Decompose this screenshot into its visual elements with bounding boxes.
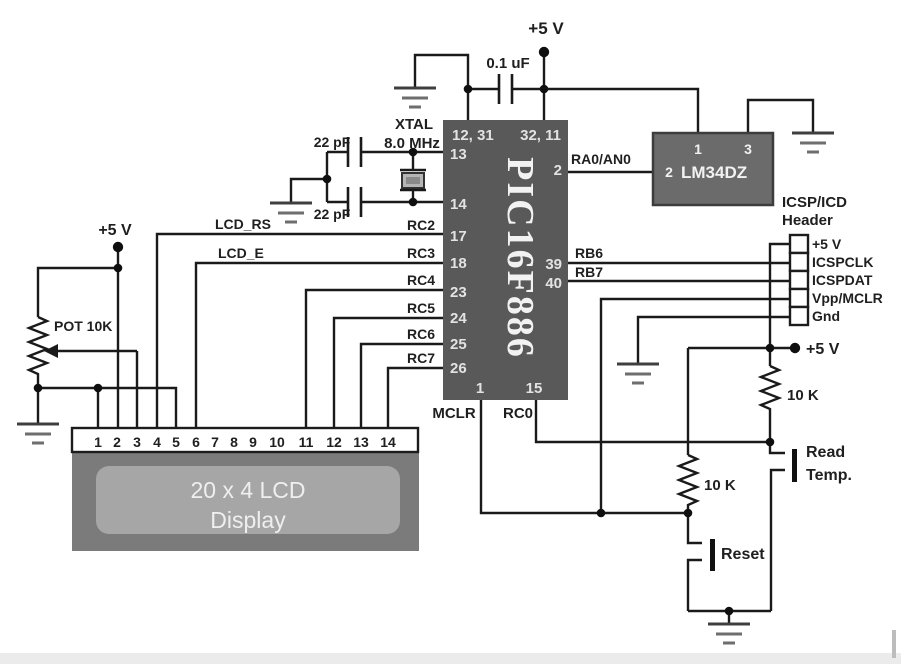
header-pin-square — [788, 305, 810, 327]
bypass-capacitor — [497, 74, 514, 104]
lcd-pin-4: 4 — [153, 434, 161, 450]
mcu-pin-2: 2 — [554, 162, 562, 179]
mcu-pin-12-31: 12, 31 — [452, 127, 494, 144]
lcd-pin-1: 1 — [94, 434, 102, 450]
ground-symbol — [790, 131, 836, 154]
power-label-right: +5 V — [806, 341, 840, 358]
mcu-pin-26: 26 — [450, 360, 467, 377]
signal-rc6: RC6 — [407, 326, 435, 342]
lcd-pin-numbers: 1 2 3 4 5 6 7 8 9 10 11 12 13 14 — [94, 434, 396, 450]
sensor-pin-3: 3 — [744, 141, 752, 157]
lcd-text-line1: 20 x 4 LCD — [190, 477, 305, 503]
signal-lcd-e: LCD_E — [218, 245, 264, 261]
lcd-pin-12: 12 — [326, 434, 342, 450]
icsp-header: ICSP/ICD Header +5 V ICSPCLK ICSPDAT Vpp… — [782, 194, 883, 327]
ground-symbol — [15, 422, 61, 445]
mcu-pin-40: 40 — [545, 275, 562, 292]
header-pin-label-gnd: Gnd — [812, 308, 840, 324]
header-title-line1: ICSP/ICD — [782, 194, 847, 211]
bottom-page-band — [0, 653, 901, 664]
header-pin-square — [788, 251, 810, 273]
signal-rc4: RC4 — [407, 272, 435, 288]
mcu-pin-25: 25 — [450, 336, 467, 353]
cap22-bottom-label: 22 pF — [314, 206, 351, 222]
ground-symbol — [268, 201, 314, 224]
signal-rc0: RC0 — [503, 405, 533, 422]
mcu-pin-18: 18 — [450, 255, 467, 272]
reset-label: Reset — [721, 546, 765, 563]
signal-rc3: RC3 — [407, 245, 435, 261]
mcu-pin-23: 23 — [450, 284, 467, 301]
signal-rc5: RC5 — [407, 300, 435, 316]
header-pin-label-5v: +5 V — [812, 236, 842, 252]
signal-mclr: MCLR — [432, 405, 475, 422]
crystal-freq-label: 8.0 MHz — [384, 135, 440, 152]
mcu-pin-32-11: 32, 11 — [520, 127, 561, 144]
lcd-pin-3: 3 — [133, 434, 141, 450]
mcu-name-label: PIC16F886 — [499, 157, 541, 359]
header-pin-label-vpp: Vpp/MCLR — [812, 290, 883, 306]
signal-ra0-an0: RA0/AN0 — [571, 151, 631, 167]
header-pin-square — [788, 233, 810, 255]
ground-symbol — [706, 622, 752, 645]
cap22-top-label: 22 pF — [314, 134, 351, 150]
lcd-pin-10: 10 — [269, 434, 285, 450]
header-pin-square — [788, 269, 810, 291]
pot-wiper-arrow — [44, 344, 58, 358]
signal-rc2: RC2 — [407, 217, 435, 233]
lcd-pin-9: 9 — [249, 434, 257, 450]
ground-symbol — [615, 362, 661, 385]
ground-symbol — [392, 86, 438, 109]
lcd-pin-7: 7 — [211, 434, 219, 450]
power-label-left: +5 V — [98, 222, 132, 239]
mcu-chip: PIC16F886 12, 31 32, 11 13 14 17 18 23 2… — [443, 120, 568, 400]
lcd-module: 20 x 4 LCD Display 1 2 3 4 5 6 7 8 9 10 … — [70, 426, 420, 551]
header-pin-label-icspclk: ICSPCLK — [812, 254, 873, 270]
lcd-pin-11: 11 — [299, 434, 314, 450]
signal-rc7: RC7 — [407, 350, 435, 366]
reset-button — [710, 539, 715, 571]
power-label-top: +5 V — [528, 19, 564, 38]
lcd-pin-13: 13 — [353, 434, 369, 450]
sensor-pin-1: 1 — [694, 141, 702, 157]
mcu-pin-17: 17 — [450, 228, 467, 245]
resistor-bottom-label: 10 K — [704, 477, 736, 494]
pot-label: POT 10K — [54, 318, 112, 334]
lcd-text-line2: Display — [210, 507, 286, 533]
mcu-pin-39: 39 — [545, 256, 562, 273]
scrollbar-artifact — [892, 630, 896, 658]
mcu-pin-15: 15 — [526, 380, 543, 397]
mcu-pin-24: 24 — [450, 310, 467, 327]
lcd-pin-8: 8 — [230, 434, 238, 450]
lcd-pin-5: 5 — [172, 434, 180, 450]
sensor-pin-2: 2 — [665, 164, 673, 180]
read-temp-label-line1: Read — [806, 444, 845, 461]
junction-dots — [33, 46, 801, 616]
lcd-pin-2: 2 — [113, 434, 121, 450]
bypass-cap-label: 0.1 uF — [486, 55, 529, 72]
mcu-pin-1: 1 — [476, 380, 484, 397]
xtal-capacitor-top — [346, 137, 363, 167]
signal-rb6: RB6 — [575, 245, 603, 261]
resistor-top-label: 10 K — [787, 387, 819, 404]
sensor-name-label: LM34DZ — [681, 163, 747, 182]
signal-rb7: RB7 — [575, 264, 603, 280]
read-temp-button — [792, 449, 797, 482]
header-pin-label-icspdat: ICSPDAT — [812, 272, 873, 288]
crystal-oscillator — [400, 168, 426, 192]
mcu-pin-14: 14 — [450, 196, 467, 213]
crystal-name-label: XTAL — [395, 116, 433, 133]
mcu-pin-13: 13 — [450, 146, 467, 163]
read-temp-label-line2: Temp. — [806, 467, 852, 484]
header-title-line2: Header — [782, 212, 833, 229]
lcd-pin-14: 14 — [380, 434, 396, 450]
xtal-capacitor-bottom — [346, 187, 363, 217]
wires — [25, 52, 815, 624]
signal-lcd-rs: LCD_RS — [215, 216, 271, 232]
temperature-sensor: 1 3 2 LM34DZ — [651, 131, 775, 207]
header-pin-square — [788, 287, 810, 309]
lcd-pin-6: 6 — [192, 434, 200, 450]
